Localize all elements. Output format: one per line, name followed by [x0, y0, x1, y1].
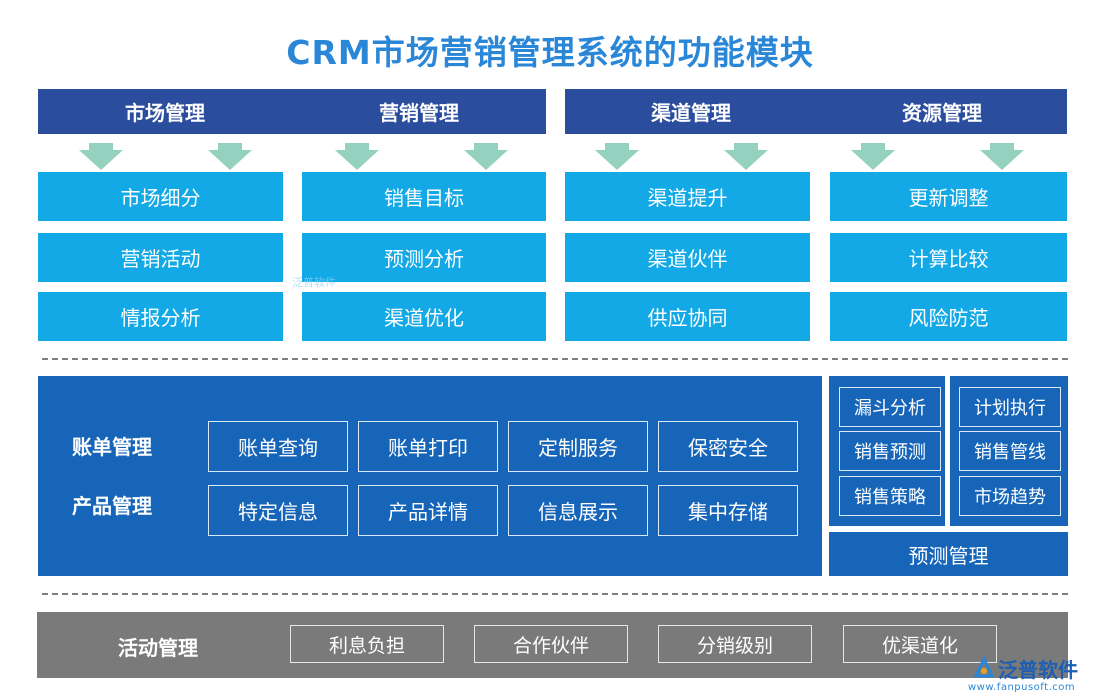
cell-channel-upgrade: 渠道提升 — [565, 172, 810, 221]
brand-watermark: 泛普软件 www.fanpusoft.com — [968, 652, 1096, 698]
forecast-panel-right — [950, 376, 1068, 526]
cell-forecast-analysis: 预测分析 — [302, 233, 546, 282]
cell-intelligence-analysis: 情报分析 — [38, 292, 283, 341]
label-product-management: 产品管理 — [72, 494, 152, 518]
forecast-panel-left — [829, 376, 945, 526]
box-sales-pipeline: 销售管线 — [959, 431, 1061, 471]
down-arrow-icon — [595, 143, 639, 170]
cell-channel-optimization: 渠道优化 — [302, 292, 546, 341]
box-confidential-security: 保密安全 — [658, 421, 798, 472]
cell-channel-partner: 渠道伙伴 — [565, 233, 810, 282]
box-product-detail: 产品详情 — [358, 485, 498, 536]
box-interest-burden: 利息负担 — [290, 625, 444, 663]
box-funnel-analysis: 漏斗分析 — [839, 387, 941, 427]
cell-sales-target: 销售目标 — [302, 172, 546, 221]
box-plan-execution: 计划执行 — [959, 387, 1061, 427]
header-market-management: 市场管理 — [125, 101, 205, 125]
brand-logo-icon — [972, 655, 996, 680]
box-custom-service: 定制服务 — [508, 421, 648, 472]
box-central-storage: 集中存储 — [658, 485, 798, 536]
brand-name: 泛普软件 — [998, 658, 1078, 682]
cell-supply-collaboration: 供应协同 — [565, 292, 810, 341]
dashed-divider-bottom — [42, 593, 1068, 595]
box-market-trend: 市场趋势 — [959, 476, 1061, 516]
down-arrow-icon — [335, 143, 379, 170]
box-distribution-level: 分销级别 — [658, 625, 812, 663]
label-billing-management: 账单管理 — [72, 435, 152, 459]
dashed-divider-top — [42, 358, 1068, 360]
header-resource-management: 资源管理 — [902, 101, 982, 125]
box-info-display: 信息展示 — [508, 485, 648, 536]
down-arrow-icon — [464, 143, 508, 170]
header-channel-management: 渠道管理 — [651, 101, 731, 125]
box-sales-strategy: 销售策略 — [839, 476, 941, 516]
page-title: CRM市场营销管理系统的功能模块 — [286, 33, 814, 72]
down-arrow-icon — [208, 143, 252, 170]
activity-bar — [37, 612, 1068, 678]
billing-product-panel — [38, 376, 822, 576]
down-arrow-icon — [79, 143, 123, 170]
box-bill-print: 账单打印 — [358, 421, 498, 472]
header-bar-right: 渠道管理 资源管理 — [565, 89, 1067, 134]
brand-url: www.fanpusoft.com — [968, 682, 1076, 693]
down-arrow-icon — [851, 143, 895, 170]
cell-market-segment: 市场细分 — [38, 172, 283, 221]
box-bill-query: 账单查询 — [208, 421, 348, 472]
cell-marketing-activity: 营销活动 — [38, 233, 283, 282]
cell-risk-prevention: 风险防范 — [830, 292, 1067, 341]
cell-update-adjust: 更新调整 — [830, 172, 1067, 221]
center-watermark: 泛普软件 — [292, 276, 336, 289]
box-specific-info: 特定信息 — [208, 485, 348, 536]
box-channel-optimize: 优渠道化 — [843, 625, 997, 663]
down-arrow-icon — [980, 143, 1024, 170]
box-partnership: 合作伙伴 — [474, 625, 628, 663]
down-arrow-icon — [724, 143, 768, 170]
box-sales-forecast: 销售预测 — [839, 431, 941, 471]
header-marketing-management: 营销管理 — [379, 101, 459, 125]
header-bar-left: 市场管理 营销管理 — [38, 89, 546, 134]
forecast-management-footer: 预测管理 — [829, 532, 1068, 576]
label-activity-management: 活动管理 — [118, 636, 198, 660]
cell-calculate-compare: 计算比较 — [830, 233, 1067, 282]
